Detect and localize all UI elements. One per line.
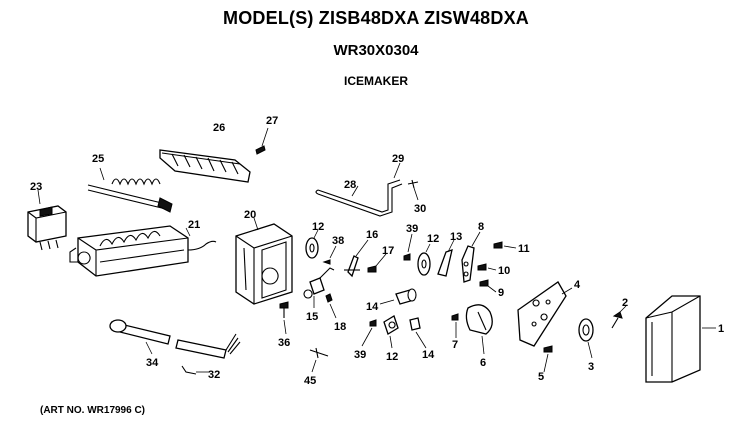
callout-10: 10	[498, 265, 510, 277]
callout-2: 2	[622, 297, 628, 309]
part-6-motor	[465, 304, 493, 355]
part-9-10-11-screws	[477, 241, 517, 293]
callout-12a: 12	[312, 221, 324, 233]
part-5-screw	[543, 345, 553, 373]
callout-29: 29	[392, 153, 404, 165]
part-14-plug	[409, 317, 427, 349]
assembly-title: ICEMAKER	[343, 74, 408, 88]
part-26-ejector-bar	[159, 149, 251, 183]
callout-4: 4	[574, 279, 581, 291]
callout-45: 45	[304, 375, 316, 387]
callout-14: 14	[422, 349, 435, 361]
callout-12c: 12	[386, 351, 398, 363]
part-12-clip-lower	[383, 315, 399, 349]
part-21-ice-mold	[69, 225, 217, 277]
part-36-screw	[322, 245, 337, 265]
callout-3: 3	[588, 361, 594, 373]
callout-39: 39	[354, 349, 366, 361]
callout-6: 6	[480, 357, 486, 369]
part-32-harness	[175, 333, 241, 375]
art-number-note: (ART NO. WR17996 C)	[40, 405, 146, 416]
callout-32: 32	[208, 369, 220, 381]
callout-18: 16	[366, 229, 378, 241]
part-34-tube	[109, 319, 171, 355]
part-number: WR30X0304	[333, 42, 419, 59]
callout-17: 18	[334, 321, 346, 333]
part-13-cam	[437, 239, 455, 277]
callout-1: 1	[718, 323, 724, 335]
part-2-screw	[611, 305, 627, 329]
callout-36: 38	[332, 235, 344, 247]
callout-12b: 12	[427, 233, 439, 245]
callout-38: 39	[406, 223, 418, 235]
callout-26: 26	[213, 122, 225, 134]
callout-20: 20	[244, 209, 256, 221]
part-37-screw	[279, 301, 289, 335]
part-38-screw	[403, 233, 413, 261]
callout-30: 30	[414, 203, 426, 215]
callout-11: 11	[518, 243, 530, 255]
part-39-screw	[361, 319, 377, 347]
part-7-screw	[451, 313, 459, 338]
part-4-mounting-plate	[517, 281, 573, 347]
callout-25: 25	[92, 153, 104, 165]
callout-21: 21	[188, 219, 200, 231]
callout-8: 8	[478, 221, 484, 233]
part-45-pin	[309, 347, 329, 373]
part-28-29-fill-tube	[315, 162, 419, 217]
callout-15: 14	[366, 301, 379, 313]
part-1-cover	[645, 295, 716, 383]
callout-34: 34	[146, 357, 159, 369]
callout-16: 15	[306, 311, 318, 323]
part-12-gear-middle	[417, 243, 431, 276]
part-12-gear-upper	[305, 229, 319, 259]
part-23-block	[27, 189, 67, 251]
callout-19: 17	[382, 245, 394, 257]
part-16-switch	[303, 267, 335, 308]
callout-7: 7	[452, 339, 458, 351]
callout-13: 13	[450, 231, 462, 243]
callout-27: 27	[266, 115, 278, 127]
model-title: MODEL(S) ZISB48DXA ZISW48DXA	[223, 8, 529, 28]
part-18-19-bracket	[344, 239, 387, 278]
callout-23: 23	[30, 181, 42, 193]
callout-28: 28	[344, 179, 356, 191]
part-25-rake	[87, 167, 173, 213]
part-17-pin	[325, 293, 337, 319]
part-3-gear	[578, 318, 594, 359]
callout-37: 36	[278, 337, 290, 349]
part-20-motor-housing	[235, 217, 293, 305]
part-15-fitting	[379, 288, 417, 305]
callout-5: 5	[538, 371, 544, 383]
part-8-bracket	[461, 231, 481, 283]
callout-9: 9	[498, 287, 504, 299]
part-27-screw	[255, 127, 269, 155]
